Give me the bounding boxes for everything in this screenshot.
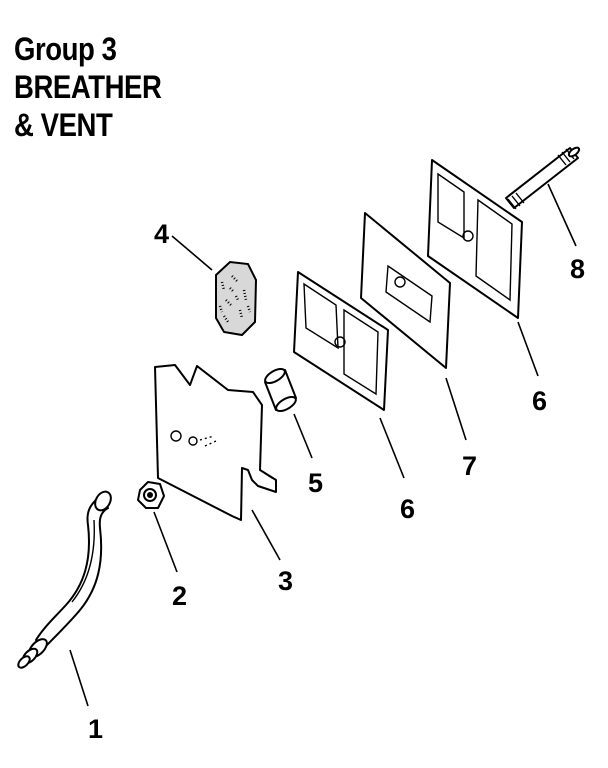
part-gasket-rear (427, 159, 523, 319)
leader-4 (171, 235, 213, 271)
leader-3 (251, 509, 281, 561)
part-breather-tube (17, 490, 112, 669)
leader-8 (547, 183, 577, 247)
leader-7 (445, 377, 467, 441)
leader-lines (69, 183, 577, 707)
part-spacer (264, 368, 297, 412)
part-reed-plate (360, 212, 451, 369)
callout-7: 7 (462, 451, 477, 481)
title-line-breather: BREATHER (14, 69, 162, 105)
diagram-title: Group 3 BREATHER & VENT (14, 30, 162, 144)
leader-6-rear (517, 321, 539, 377)
callout-3: 3 (278, 566, 293, 596)
callout-1: 1 (88, 714, 103, 744)
part-gasket-front (293, 271, 389, 411)
callout-labels: 1 2 3 4 5 6 7 6 8 (88, 219, 585, 744)
part-baffle-plate (154, 364, 277, 521)
title-line-group: Group 3 (14, 31, 117, 67)
leader-2 (153, 511, 178, 573)
callout-4: 4 (154, 219, 169, 249)
part-filter-element (215, 260, 258, 337)
callout-6-front: 6 (400, 494, 415, 524)
callout-8: 8 (570, 254, 585, 284)
callout-6-rear: 6 (532, 386, 547, 416)
leader-1 (69, 649, 89, 707)
part-threaded-stud (505, 146, 581, 210)
leader-6-front (379, 417, 405, 479)
leader-5 (293, 413, 313, 459)
part-nut (137, 481, 165, 509)
callout-5: 5 (308, 468, 323, 498)
title-line-vent: & VENT (14, 107, 113, 143)
callout-2: 2 (172, 581, 187, 611)
